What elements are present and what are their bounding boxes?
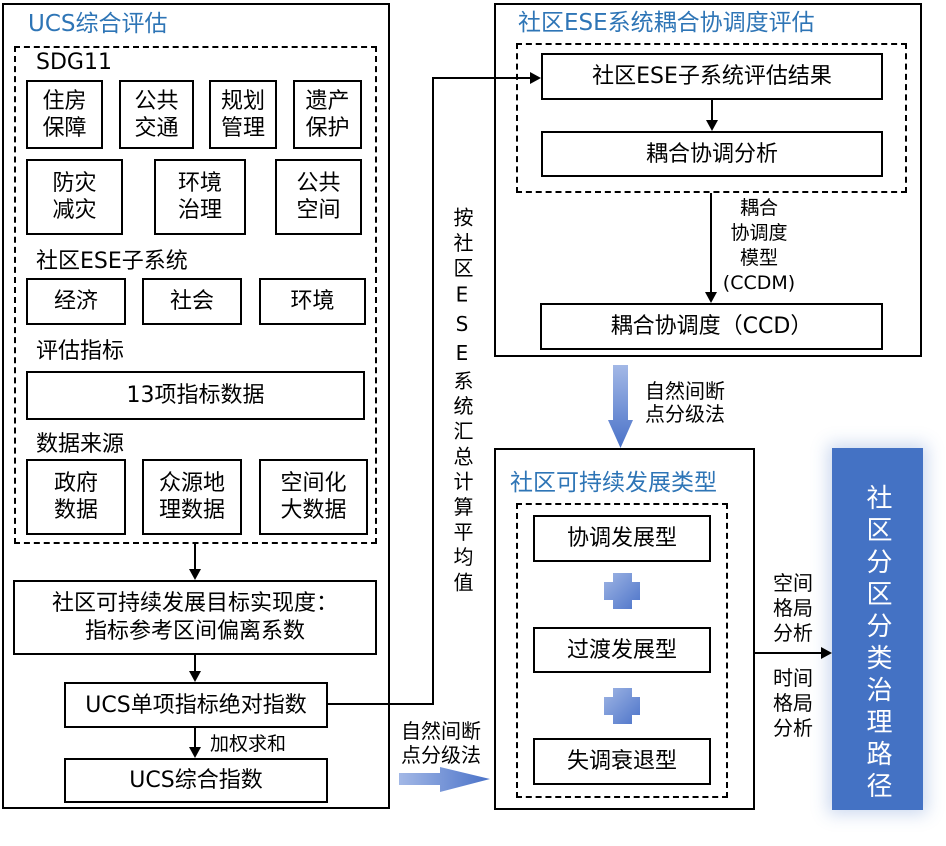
source-government: 政府 数据 bbox=[26, 459, 126, 535]
single-index-box: UCS单项指标绝对指数 bbox=[64, 682, 328, 728]
jenks-label-top: 自然间断 点分级法 bbox=[645, 379, 725, 426]
aggregation-connector-line bbox=[328, 77, 531, 705]
achievement-box: 社区可持续发展目标实现度： 指标参考区间偏离系数 bbox=[13, 580, 377, 655]
subsystem-environment: 环境 bbox=[259, 278, 366, 325]
governance-path-label: 社区分区分类治理路径 bbox=[862, 484, 892, 804]
ccd-box: 耦合协调度（CCD） bbox=[540, 303, 883, 350]
plus-icon bbox=[604, 688, 640, 724]
jenks-right-arrow bbox=[399, 767, 490, 792]
ccdm-label: 耦合 协调度 模型 (CCDM) bbox=[722, 197, 796, 294]
type-coordinated: 协调发展型 bbox=[533, 515, 711, 562]
subsystem-results-box: 社区ESE子系统评估结果 bbox=[541, 53, 883, 100]
jenks-label-bottom: 自然间断 点分级法 bbox=[401, 719, 481, 767]
source-crowdsourced: 众源地 理数据 bbox=[142, 459, 242, 535]
sdg-target-transport: 公共 交通 bbox=[119, 80, 194, 149]
types-group bbox=[516, 503, 728, 798]
type-transitional: 过渡发展型 bbox=[533, 627, 711, 673]
temporal-pattern-label: 时间 格局 分析 bbox=[773, 666, 813, 740]
sdg-target-environment: 环境 治理 bbox=[154, 159, 246, 235]
sdg-target-heritage: 遗产 保护 bbox=[293, 80, 362, 149]
indicators-label: 评估指标 bbox=[36, 339, 125, 364]
spatial-pattern-label: 空间 格局 分析 bbox=[773, 571, 813, 645]
jenks-down-arrow bbox=[608, 365, 633, 448]
sdg-target-housing: 住房 保障 bbox=[26, 80, 103, 149]
type-declining: 失调衰退型 bbox=[533, 738, 711, 785]
arrow-achievement-to-single-head bbox=[189, 671, 201, 682]
types-panel bbox=[494, 448, 755, 810]
ucs-panel bbox=[2, 3, 390, 809]
ccd-panel-title: 社区ESE系统耦合协调度评估 bbox=[518, 10, 815, 36]
ucs-panel-title: UCS综合评估 bbox=[28, 11, 168, 37]
coupling-analysis-box: 耦合协调分析 bbox=[541, 131, 883, 177]
aggregation-label: 按社区ESE系统汇总计算平均值 bbox=[450, 207, 474, 597]
subsystems-label: 社区ESE子系统 bbox=[36, 249, 188, 274]
indicator-data-box: 13项指标数据 bbox=[26, 371, 365, 420]
arrow-framework-to-achievement-head bbox=[189, 569, 201, 580]
aggregation-connector-head bbox=[530, 72, 541, 84]
governance-path-box: 社区分区分类治理路径 bbox=[832, 448, 923, 810]
data-sources-label: 数据来源 bbox=[36, 432, 125, 457]
plus-icon bbox=[604, 573, 640, 609]
source-spatial-big-data: 空间化 大数据 bbox=[259, 459, 368, 535]
sdg-target-disaster: 防灾 减灾 bbox=[26, 159, 123, 235]
arrow-single-to-composite-head bbox=[189, 747, 201, 758]
arrow-results-to-analysis-head bbox=[706, 120, 718, 131]
subsystem-economy: 经济 bbox=[26, 278, 126, 325]
types-panel-title: 社区可持续发展类型 bbox=[510, 470, 717, 496]
sdg-target-public-space: 公共 空间 bbox=[275, 159, 362, 235]
weighted-sum-label: 加权求和 bbox=[210, 733, 287, 755]
composite-index-box: UCS综合指数 bbox=[64, 758, 328, 803]
ucs-indicator-framework bbox=[14, 46, 377, 544]
sdg11-label: SDG11 bbox=[36, 50, 112, 75]
subsystem-society: 社会 bbox=[142, 278, 242, 325]
arrow-analysis-to-ccd-head bbox=[705, 292, 717, 303]
ccd-analysis-group bbox=[516, 43, 907, 193]
arrow-types-to-governance-head bbox=[821, 647, 832, 659]
ccd-panel bbox=[494, 3, 922, 357]
sdg-target-planning: 规划 管理 bbox=[209, 80, 277, 149]
